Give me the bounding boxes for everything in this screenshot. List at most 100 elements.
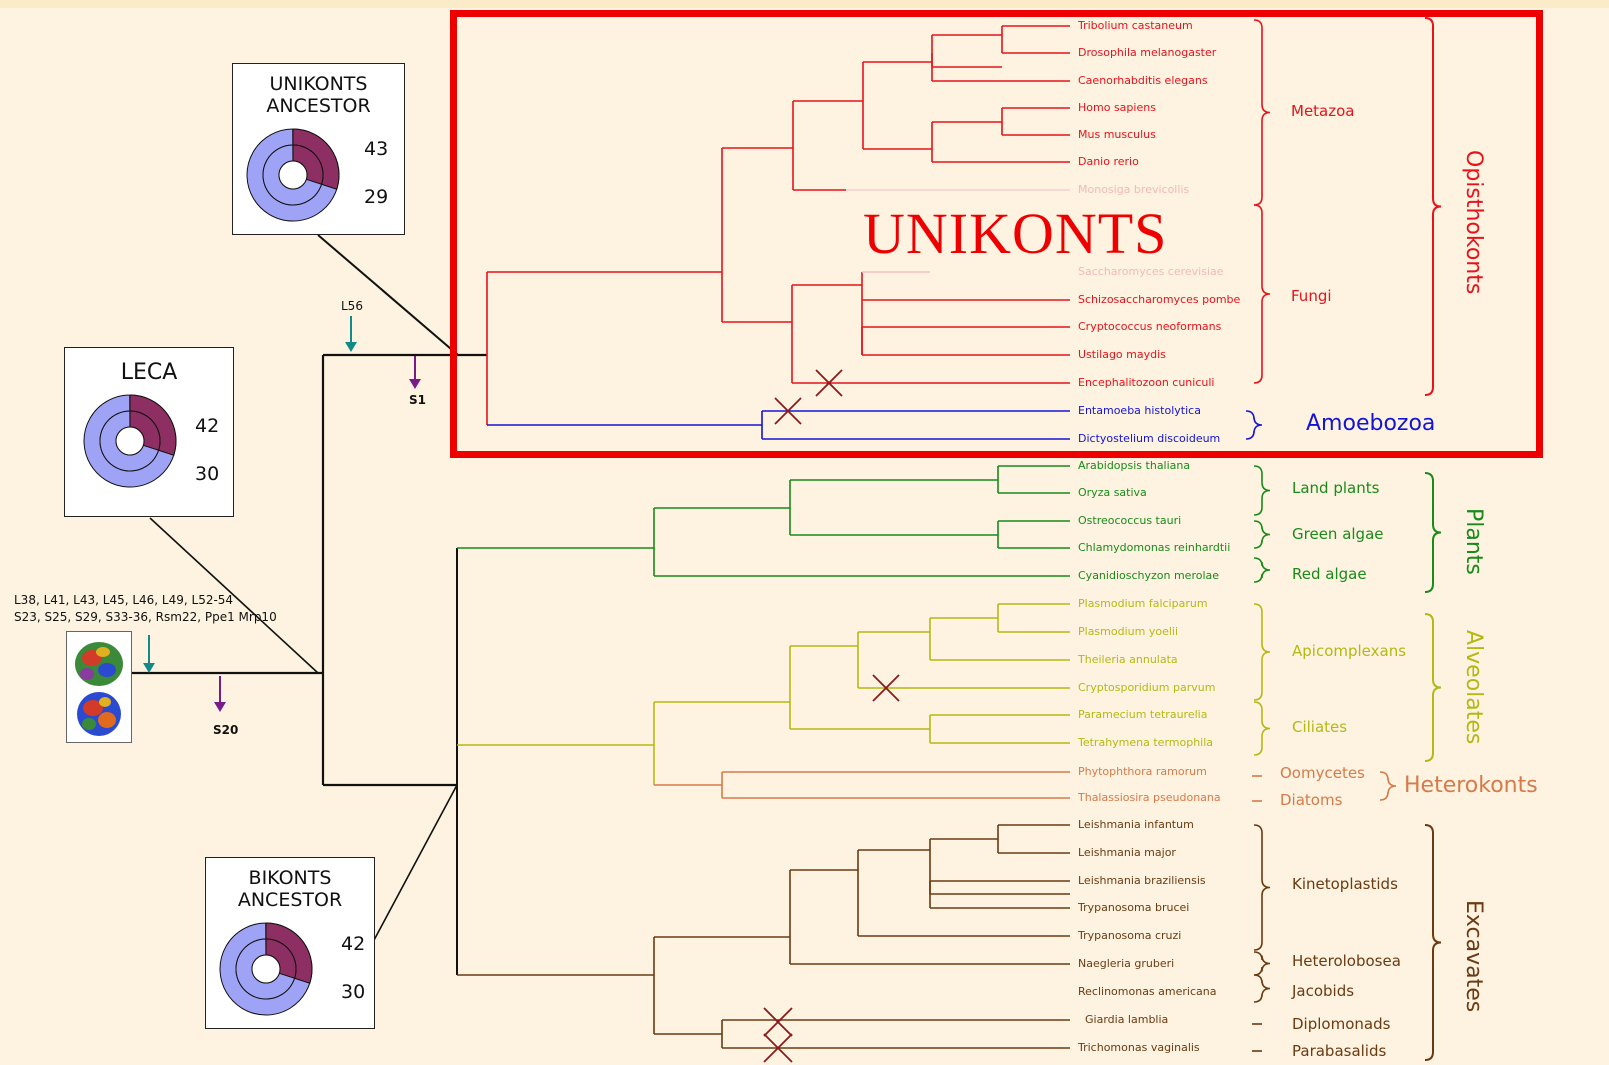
group-brace	[1253, 465, 1271, 516]
group-brace	[1253, 557, 1271, 583]
supergroup-excavates: Excavates	[1461, 900, 1486, 1013]
subgroup-jacobids: Jacobids	[1292, 982, 1355, 1000]
species-label: Saccharomyces cerevisiae	[1078, 265, 1224, 278]
subgroup-diplomonads: Diplomonads	[1292, 1015, 1391, 1033]
subgroup-oomycetes: Oomycetes	[1280, 764, 1365, 782]
leca-box: LECA 42 30	[64, 347, 234, 517]
ribosome-structure-icon	[75, 642, 123, 736]
subgroup-ciliates: Ciliates	[1292, 718, 1348, 736]
group-brace	[1253, 603, 1271, 701]
species-label: Thalassiosira pseudonana	[1078, 791, 1221, 804]
unikonts-ancestor-title: UNIKONTS ANCESTOR	[233, 73, 404, 118]
group-brace	[1253, 520, 1271, 549]
species-label: Trypanosoma cruzi	[1078, 929, 1182, 942]
subgroup-green-algae: Green algae	[1292, 525, 1384, 543]
loss-marker	[763, 1033, 793, 1063]
species-label: Plasmodium falciparum	[1078, 597, 1208, 610]
tree-branch	[372, 784, 458, 943]
species-label: Dictyostelium discoideum	[1078, 432, 1221, 445]
loss-marker	[763, 1007, 793, 1037]
species-label: Trypanosoma brucei	[1078, 901, 1190, 914]
species-label: Cryptococcus neoformans	[1078, 320, 1222, 333]
donut-value-top: 42	[341, 933, 366, 955]
subgroup-parabasalids: Parabasalids	[1292, 1042, 1387, 1060]
unikonts-ancestor-box: UNIKONTS ANCESTOR 43 29	[232, 63, 405, 235]
subgroup-kinetoplastids: Kinetoplastids	[1292, 875, 1398, 893]
species-label: Trichomonas vaginalis	[1078, 1041, 1200, 1054]
species-label: Danio rerio	[1078, 155, 1139, 168]
species-label: Leishmania infantum	[1078, 818, 1194, 831]
unikonts-donut-chart	[246, 128, 340, 222]
ribosome-structure-image	[66, 631, 132, 743]
species-label: Paramecium tetraurelia	[1078, 708, 1208, 721]
species-label: Drosophila melanogaster	[1078, 46, 1217, 59]
subgroup-fungi: Fungi	[1291, 287, 1332, 305]
loss-marker	[815, 369, 843, 397]
box-title-line1: BIKONTS	[248, 867, 332, 889]
bikonts-ancestor-box: BIKONTS ANCESTOR 42 30	[205, 857, 375, 1029]
donut-hole	[278, 160, 308, 190]
species-label: Entamoeba histolytica	[1078, 404, 1201, 417]
species-label: Cryptosporidium parvum	[1078, 681, 1216, 694]
species-label: Tetrahymena termophila	[1078, 736, 1214, 749]
lost-proteins-line2: S23, S25, S29, S33-36, Rsm22, Ppe1 Mrp10	[14, 610, 277, 624]
donut-value-top: 42	[195, 415, 220, 437]
donut-value-top: 43	[364, 138, 389, 160]
donut-hole	[251, 954, 281, 984]
species-label: Oryza sativa	[1078, 486, 1147, 499]
species-label: Chlamydomonas reinhardtii	[1078, 541, 1231, 554]
species-label: Reclinomonas americana	[1078, 985, 1217, 998]
species-label: Ustilago maydis	[1078, 348, 1166, 361]
supergroup-plants: Plants	[1461, 508, 1486, 575]
species-label: Monosiga brevicollis	[1078, 183, 1190, 196]
species-label: Caenorhabditis elegans	[1078, 74, 1208, 87]
supergroup-alveolates: Alveolates	[1461, 630, 1486, 745]
s1-label: S1	[409, 393, 426, 407]
subgroup-apicomplexans: Apicomplexans	[1292, 642, 1407, 660]
arrow-head	[409, 379, 421, 389]
box-title-line2: ANCESTOR	[266, 94, 371, 117]
donut-value-bottom: 30	[195, 463, 220, 485]
top-band	[0, 0, 1609, 8]
supergroup-heterokonts: Heterokonts	[1404, 773, 1538, 798]
species-label: Naegleria gruberi	[1078, 957, 1175, 970]
species-label: Theileria annulata	[1078, 653, 1178, 666]
arrow-head	[214, 702, 226, 712]
arrow-head	[345, 342, 357, 352]
subgroup-metazoa: Metazoa	[1291, 102, 1355, 120]
loss-marker	[774, 397, 802, 425]
subgroup-heterolobosea: Heterolobosea	[1292, 952, 1401, 970]
group-brace	[1253, 19, 1271, 206]
species-label: Encephalitozoon cuniculi	[1078, 376, 1215, 389]
species-label: Arabidopsis thaliana	[1078, 459, 1191, 472]
subgroup-diatoms: Diatoms	[1280, 791, 1343, 809]
species-label: Cyanidioschyzon merolae	[1078, 569, 1220, 582]
species-label: Leishmania major	[1078, 846, 1176, 859]
leca-title: LECA	[120, 360, 178, 385]
species-label: Leishmania braziliensis	[1078, 874, 1206, 887]
bikonts-ancestor-title: BIKONTS ANCESTOR	[206, 867, 374, 912]
species-label: Tribolium castaneum	[1078, 19, 1193, 32]
species-label: Giardia lamblia	[1085, 1013, 1169, 1026]
group-brace	[1253, 951, 1271, 976]
subgroup-amoebozoa: Amoebozoa	[1306, 411, 1436, 436]
s20-label: S20	[213, 723, 239, 737]
box-title-line2: ANCESTOR	[237, 888, 343, 911]
species-label: Mus musculus	[1078, 128, 1156, 141]
group-brace	[1424, 472, 1442, 593]
group-brace	[1253, 204, 1271, 384]
group-brace	[1424, 824, 1442, 1061]
species-label: Schizosaccharomyces pombe	[1078, 293, 1241, 306]
species-label: Ostreococcus tauri	[1078, 514, 1182, 527]
species-label: Phytophthora ramorum	[1078, 765, 1207, 778]
donut-value-bottom: 30	[341, 981, 366, 1003]
subgroup-red-algae: Red algae	[1292, 565, 1367, 583]
group-brace	[1253, 701, 1271, 756]
l56-label: L56	[341, 299, 363, 313]
species-label: Plasmodium yoelii	[1078, 625, 1179, 638]
leca-donut-chart	[83, 394, 177, 488]
tree-branch	[149, 517, 319, 674]
group-brace	[1379, 771, 1397, 801]
